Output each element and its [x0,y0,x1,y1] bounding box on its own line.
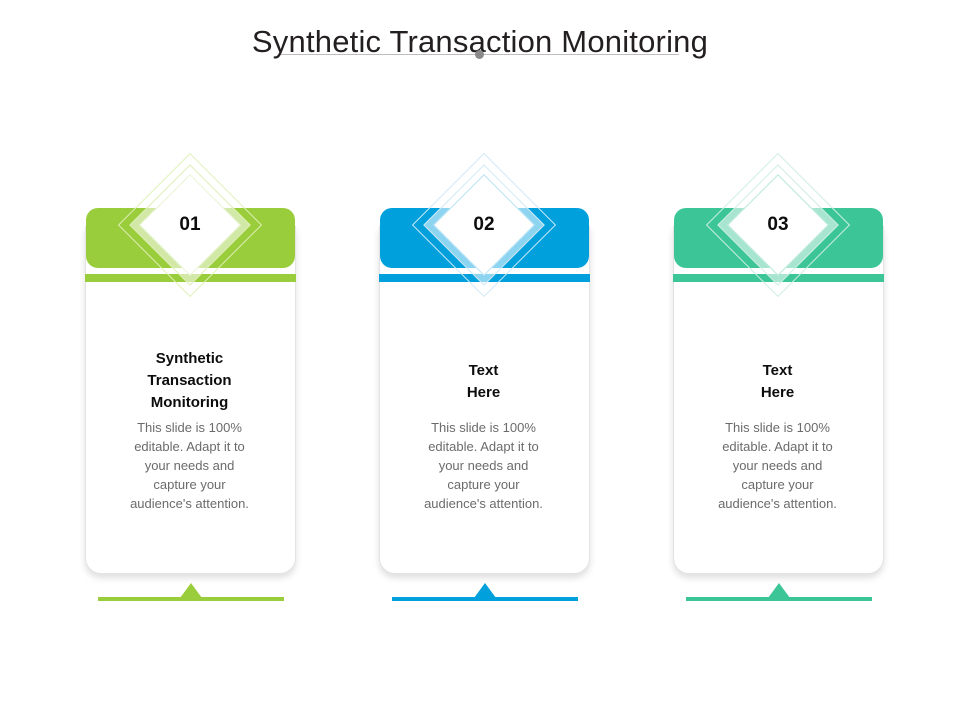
card-description-line: This slide is 100% [725,420,830,435]
card-heading-line: Synthetic [155,350,224,367]
card-description-line: capture your [741,477,814,492]
card-description-line: editable. Adapt it to [722,439,833,454]
card-description-line: your needs and [438,458,529,473]
badge-number: 02 [473,214,495,235]
footer-line [98,597,284,601]
footer-rule-02 [392,583,578,605]
divider-dot [475,50,484,59]
card-heading: Synthetic Transaction Monitoring [95,348,284,414]
card-content: Text Here This slide is 100% editable. A… [673,360,882,513]
card-heading-line: Monitoring [150,394,229,411]
card-heading: Text Here [683,360,872,404]
triangle-up-icon [180,583,202,598]
number-badge: 01 [117,152,263,298]
footer-line [686,597,872,601]
number-badge: 03 [705,152,851,298]
footer-rule-01 [98,583,284,605]
card-heading: Text Here [389,360,578,404]
card-description-line: This slide is 100% [137,420,242,435]
card-heading-line: Text [468,362,499,379]
card-heading-line: Transaction [147,372,232,389]
triangle-up-icon [474,583,496,598]
footer-rule-03 [686,583,872,605]
badge-number: 01 [179,214,201,235]
card-description-line: your needs and [144,458,235,473]
card-description-line: audience's attention. [130,496,249,511]
title-divider [281,49,679,61]
card-description-line: editable. Adapt it to [134,439,245,454]
card-heading-line: Here [466,384,501,401]
card-description-line: audience's attention. [718,496,837,511]
card-content: Synthetic Transaction Monitoring This sl… [85,348,294,513]
badge-number: 03 [767,214,789,235]
card-description: This slide is 100% editable. Adapt it to… [389,418,578,513]
card-description-line: audience's attention. [424,496,543,511]
triangle-up-icon [768,583,790,598]
card-description-line: editable. Adapt it to [428,439,539,454]
card-description-line: your needs and [732,458,823,473]
footer-line [392,597,578,601]
card-heading-line: Text [762,362,793,379]
card-description: This slide is 100% editable. Adapt it to… [683,418,872,513]
card-description-line: capture your [153,477,226,492]
card-description: This slide is 100% editable. Adapt it to… [95,418,284,513]
card-description-line: capture your [447,477,520,492]
card-content: Text Here This slide is 100% editable. A… [379,360,588,513]
card-heading-line: Here [760,384,795,401]
card-description-line: This slide is 100% [431,420,536,435]
number-badge: 02 [411,152,557,298]
